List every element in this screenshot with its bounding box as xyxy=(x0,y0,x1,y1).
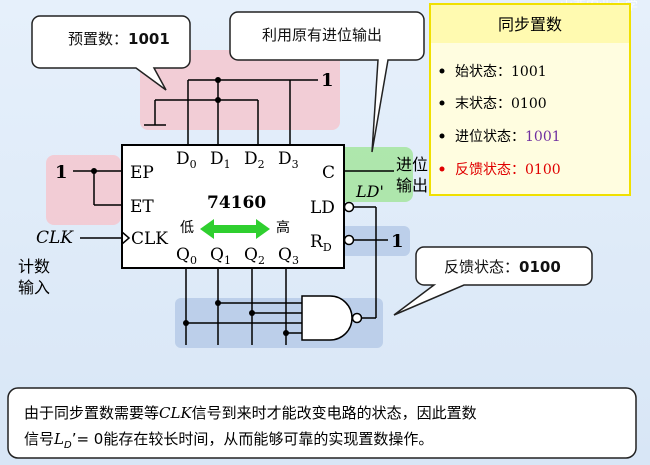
feedback-callout xyxy=(393,246,593,316)
low-label: 低 xyxy=(180,220,194,236)
explanation-line2: 信号LD’= 0能存在较长时间，从而能够可靠的实现置数操作。 xyxy=(24,430,433,451)
preset-wiring xyxy=(144,79,318,145)
pin-c: C xyxy=(322,163,335,183)
junction-dot xyxy=(215,300,221,306)
state-label: 末状态： xyxy=(455,96,511,112)
explanation-line1: 由于同步置数需要等CLK信号到来时才能改变电路的状态，因此置数 xyxy=(24,404,477,422)
pin-ep: EP xyxy=(130,163,154,183)
preset-callout xyxy=(31,15,191,91)
explanation-box xyxy=(7,387,637,459)
svg-text:始状态：1001: 始状态：1001 xyxy=(455,64,547,80)
carry-out-line2: 输出 xyxy=(396,176,428,195)
bullet-icon xyxy=(439,166,445,172)
logic-one-top: 1 xyxy=(321,70,334,91)
state-panel-header xyxy=(431,5,629,43)
bullet-icon xyxy=(439,100,445,106)
logic-one-left: 1 xyxy=(55,162,68,183)
svg-text:进位状态：1001: 进位状态：1001 xyxy=(455,129,561,145)
bullet-icon xyxy=(439,68,445,74)
junction-dot xyxy=(215,97,221,103)
carry-callout-text: 利用原有进位输出 xyxy=(262,26,382,44)
state-label: 反馈状态： xyxy=(455,162,525,178)
chip-74160 xyxy=(121,144,345,269)
nand-gate-icon xyxy=(301,295,353,341)
nand-bubble xyxy=(351,312,363,324)
logic-one-rd: 1 xyxy=(391,231,404,252)
junction-dot xyxy=(215,77,221,83)
state-label: 始状态： xyxy=(455,64,511,80)
clk-desc-line2: 输入 xyxy=(18,278,50,297)
clk-input-label: CLK xyxy=(36,228,74,248)
svg-text:反馈状态：0100: 反馈状态：0100 xyxy=(455,162,561,178)
pin-clk: CLK xyxy=(131,229,168,249)
state-item-feedback: 反馈状态：0100 xyxy=(439,162,561,178)
state-list: 始状态：1001 末状态：0100 进位状态：1001 反馈状态：0100 xyxy=(439,64,561,178)
state-label: 进位状态： xyxy=(455,129,525,145)
junction-dot xyxy=(183,320,189,326)
clk-desc-line1: 计数 xyxy=(18,257,50,276)
state-value: 0100 xyxy=(525,162,561,178)
state-item-carry: 进位状态：1001 xyxy=(439,129,561,145)
junction-dot xyxy=(283,330,289,336)
pin-ld: LD xyxy=(310,198,335,218)
carry-out-line1: 进位 xyxy=(396,155,428,174)
state-value: 0100 xyxy=(511,96,547,112)
bullet-icon xyxy=(439,133,445,139)
state-item-start: 始状态：1001 xyxy=(439,64,547,80)
clk-edge-icon xyxy=(121,231,131,245)
state-value: 1001 xyxy=(511,64,547,80)
ld-inversion-bubble xyxy=(343,201,355,213)
state-item-end: 末状态：0100 xyxy=(439,96,547,112)
feedback-callout-label: 反馈状态：0100 xyxy=(444,258,561,276)
chip-name: 74160 xyxy=(207,193,266,213)
rd-inversion-bubble xyxy=(343,234,355,246)
junction-dot xyxy=(91,168,97,174)
junction-dot xyxy=(249,310,255,316)
state-value: 1001 xyxy=(525,129,561,145)
enable-wiring xyxy=(73,170,122,206)
pin-et: ET xyxy=(130,197,154,217)
ld-prime-label: LD' xyxy=(355,182,384,201)
pin-rd: RD xyxy=(310,232,332,254)
preset-callout-label: 预置数：1001 xyxy=(68,30,170,48)
double-arrow-icon xyxy=(200,219,270,239)
carry-callout xyxy=(229,11,425,153)
enable-highlight xyxy=(46,155,121,225)
high-label: 高 xyxy=(276,219,290,236)
state-panel-title: 同步置数 xyxy=(498,15,562,34)
svg-text:末状态：0100: 末状态：0100 xyxy=(455,96,547,112)
